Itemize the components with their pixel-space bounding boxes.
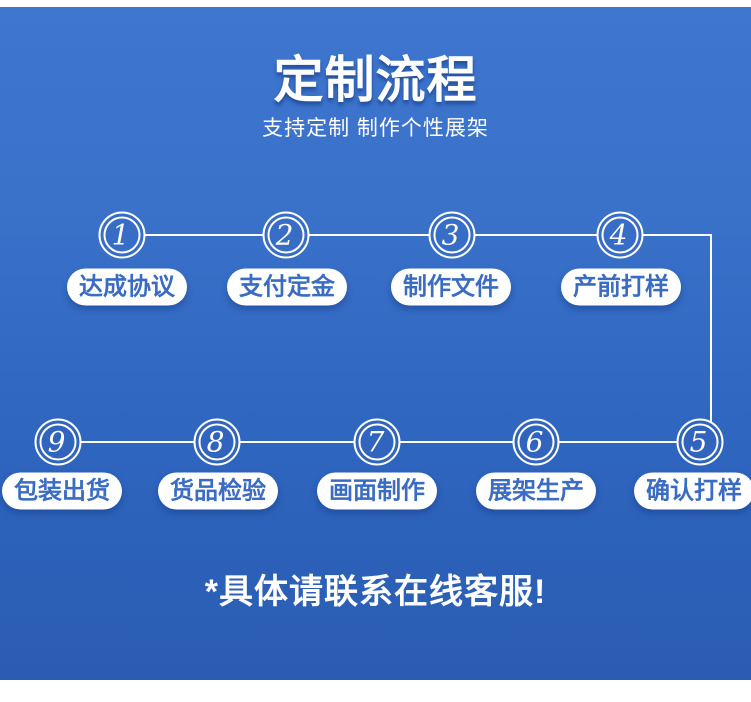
step-circle-4: 4: [596, 211, 644, 259]
step-circle-1: 1: [98, 211, 146, 259]
step-number: 6: [525, 425, 544, 458]
page-title: 定制流程: [273, 52, 478, 108]
step-label-6: 展架生产: [476, 472, 596, 510]
step-circle-3: 3: [428, 211, 476, 259]
step-circle-8: 8: [193, 418, 241, 466]
step-circle-inner-ring: 1: [103, 216, 141, 254]
step-label-5: 确认打样: [634, 472, 751, 510]
step-circle-inner-ring: 2: [267, 216, 305, 254]
step-circle-5: 5: [676, 418, 724, 466]
step-circle-inner-ring: 8: [198, 423, 236, 461]
footnote-text: *具体请联系在线客服!: [204, 573, 547, 611]
step-label-4: 产前打样: [561, 268, 681, 306]
step-number: 2: [275, 218, 294, 251]
step-label-8: 货品检验: [158, 472, 278, 510]
blue-gradient-panel: [0, 7, 751, 680]
step-number: 4: [609, 218, 628, 251]
step-number: 1: [111, 218, 130, 251]
step-number: 9: [47, 425, 66, 458]
step-circle-inner-ring: 4: [601, 216, 639, 254]
step-number: 7: [366, 425, 385, 458]
step-circle-9: 9: [34, 418, 82, 466]
step-label-2: 支付定金: [227, 268, 347, 306]
step-number: 3: [441, 218, 460, 251]
step-circle-inner-ring: 9: [39, 423, 77, 461]
step-label-7: 画面制作: [317, 472, 437, 510]
step-number: 8: [206, 425, 225, 458]
step-label-3: 制作文件: [391, 268, 511, 306]
step-circle-2: 2: [262, 211, 310, 259]
step-circle-inner-ring: 6: [517, 423, 555, 461]
step-circle-7: 7: [353, 418, 401, 466]
step-label-1: 达成协议: [67, 268, 187, 306]
step-circle-6: 6: [512, 418, 560, 466]
page-subtitle: 支持定制 制作个性展架: [262, 117, 489, 140]
step-circle-inner-ring: 7: [358, 423, 396, 461]
step-number: 5: [689, 425, 708, 458]
step-circle-inner-ring: 3: [433, 216, 471, 254]
step-circle-inner-ring: 5: [681, 423, 719, 461]
step-label-9: 包装出货: [2, 472, 122, 510]
